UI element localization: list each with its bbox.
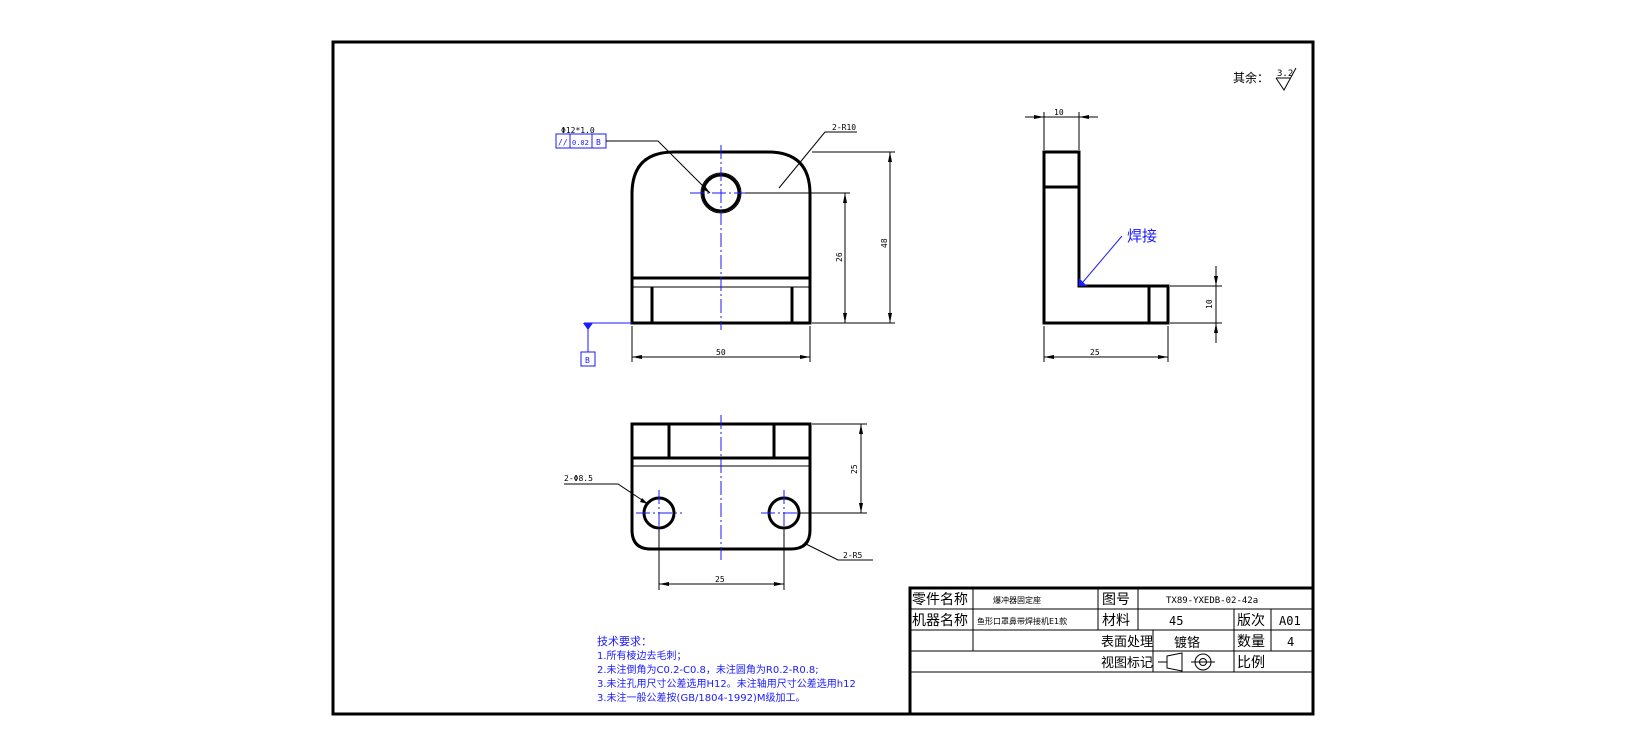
surface-value: 镀铬: [1174, 635, 1200, 651]
material-value: 45: [1169, 614, 1183, 628]
notes-title: 技术要求：: [597, 635, 652, 648]
hole-note: 2-Φ8.5: [564, 474, 593, 483]
dim-hole-height: 26: [835, 252, 844, 262]
technical-notes: 技术要求： 1.所有棱边去毛刺； 2.未注倒角为C0.2-C0.8，未注圆角为R…: [597, 635, 856, 704]
fillet-note: 2-R5: [843, 551, 862, 560]
dim-depth: 25: [850, 464, 859, 474]
front-view-outline: [630, 150, 812, 325]
roughness-value: 3.2: [1277, 69, 1293, 79]
revision-label: 版次: [1237, 613, 1265, 629]
quantity-value: 4: [1287, 635, 1294, 649]
tolerance-value: 0.02: [572, 139, 589, 147]
dim-spacing: 25: [715, 575, 725, 584]
dim-base-width: 25: [1090, 348, 1100, 357]
roughness-label: 其余：: [1233, 70, 1269, 85]
radius-note: 2-R10: [832, 123, 856, 132]
note-item: 1.所有棱边去毛刺；: [597, 649, 687, 662]
parallel-symbol: //: [558, 138, 568, 147]
dim-top-width: 10: [1054, 108, 1064, 117]
machine-name-value: 鱼形口罩鼻带焊接机E1款: [977, 616, 1067, 626]
datum-box: [580, 351, 596, 367]
projection-symbol-icon: [1158, 652, 1215, 672]
title-block: 零件名称 爆冲器固定座 图号 TX89-YXEDB-02-42a 机器名称 鱼形…: [908, 586, 1315, 716]
machine-name-label: 机器名称: [912, 613, 968, 629]
datum-label: B: [585, 356, 590, 365]
weld-label: 焊接: [1127, 227, 1157, 245]
note-item: 3.未注孔用尺寸公差选用H12。未注轴用尺寸公差选用h12: [597, 677, 856, 690]
drawing-no-value: TX89-YXEDB-02-42a: [1166, 596, 1258, 606]
dim-width: 50: [716, 348, 726, 357]
roughness-symbol: 其余： 3.2: [1233, 67, 1297, 91]
datum-ref: B: [596, 138, 601, 147]
part-name-label: 零件名称: [912, 592, 968, 608]
surface-label: 表面处理: [1101, 635, 1153, 650]
dim-height: 48: [880, 238, 889, 248]
side-view-outline: [1042, 150, 1170, 325]
side-view: 焊接 10 10 25: [1025, 108, 1222, 362]
front-view: Φ12*1.0 // 0.02 B 2-R10 B 50 26: [555, 123, 895, 367]
quantity-label: 数量: [1237, 634, 1265, 650]
top-view: 2-Φ8.5 2-R5 25 25: [564, 415, 873, 590]
note-item: 3.未注一般公差按(GB/1804-1992)M级加工。: [597, 691, 805, 704]
tolerance-note: Φ12*1.0: [561, 126, 595, 135]
drawing-border: [331, 40, 1315, 716]
scale-label: 比例: [1237, 655, 1265, 671]
material-label: 材料: [1102, 613, 1130, 629]
view-mark-label: 视图标记: [1101, 656, 1153, 671]
note-item: 2.未注倒角为C0.2-C0.8，未注圆角为R0.2-R0.8;: [597, 663, 819, 676]
drawing-no-label: 图号: [1102, 592, 1130, 608]
top-view-outline: [630, 422, 812, 551]
dim-base-height: 10: [1205, 299, 1214, 309]
revision-value: A01: [1279, 614, 1301, 628]
part-name-value: 爆冲器固定座: [993, 595, 1041, 605]
